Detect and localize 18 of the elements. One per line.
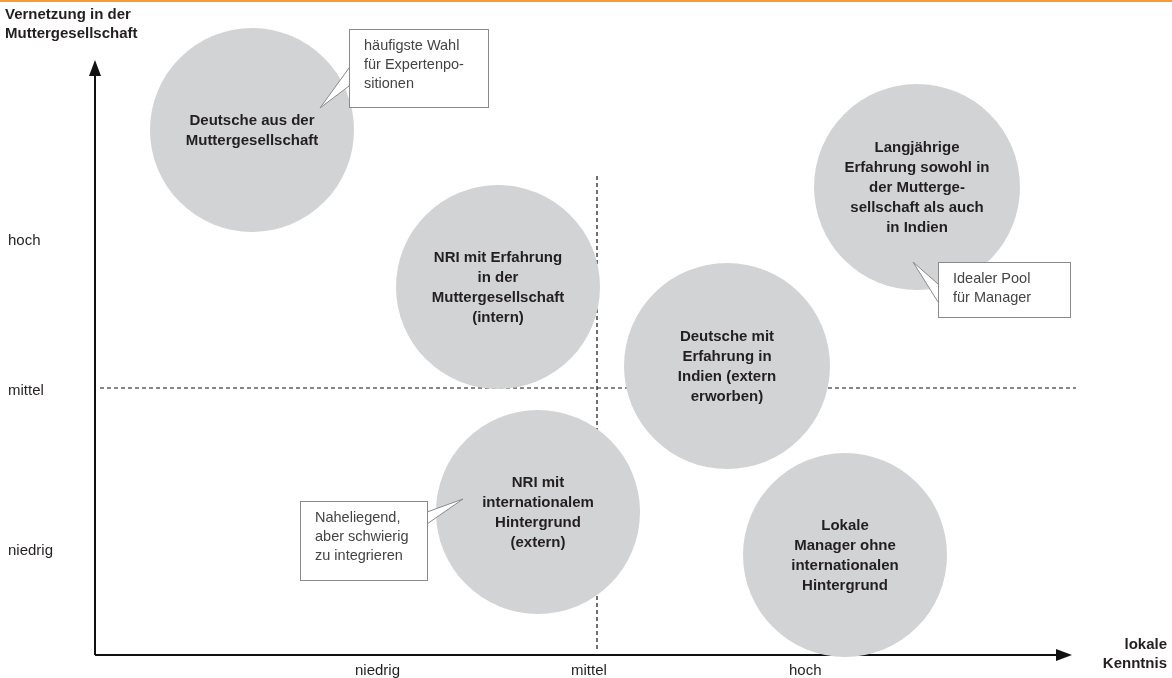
axis-tick-label: mittel [8, 381, 44, 398]
circle-label: NRI mit Erfahrung in der Muttergesellschaft (intern) [430, 247, 566, 327]
axis-tick-label: niedrig [355, 661, 401, 678]
callout-pointer [319, 67, 350, 109]
axis-tick-label: niedrig [8, 541, 54, 558]
circle-label: Deutsche aus der Muttergesellschaft [184, 110, 320, 150]
axis-title: lokale Kenntnis [1101, 634, 1167, 672]
axis-tick-label: hoch [789, 661, 822, 678]
axis-tick-label: mittel [571, 661, 607, 678]
callout-note: Naheliegend, aber schwierig zu integrieren [300, 501, 428, 581]
circle-label: NRI mit internationalem Hintergrund (extern) [482, 472, 594, 552]
circle-label: Langjährige Erfahrung sowohl in der Mutterge- sellschaft als auch in Indien [843, 137, 991, 237]
callout-pointer [426, 498, 464, 525]
circle-label: Lokale Manager ohne internationalen Hintergrund [790, 515, 900, 595]
axis-title: Vernetzung in der Muttergesellschaft [5, 4, 139, 42]
circle-label: Deutsche mit Erfahrung in Indien (extern erworben) [676, 326, 778, 406]
callout-pointer [912, 261, 939, 303]
axis-tick-label: hoch [8, 231, 41, 248]
